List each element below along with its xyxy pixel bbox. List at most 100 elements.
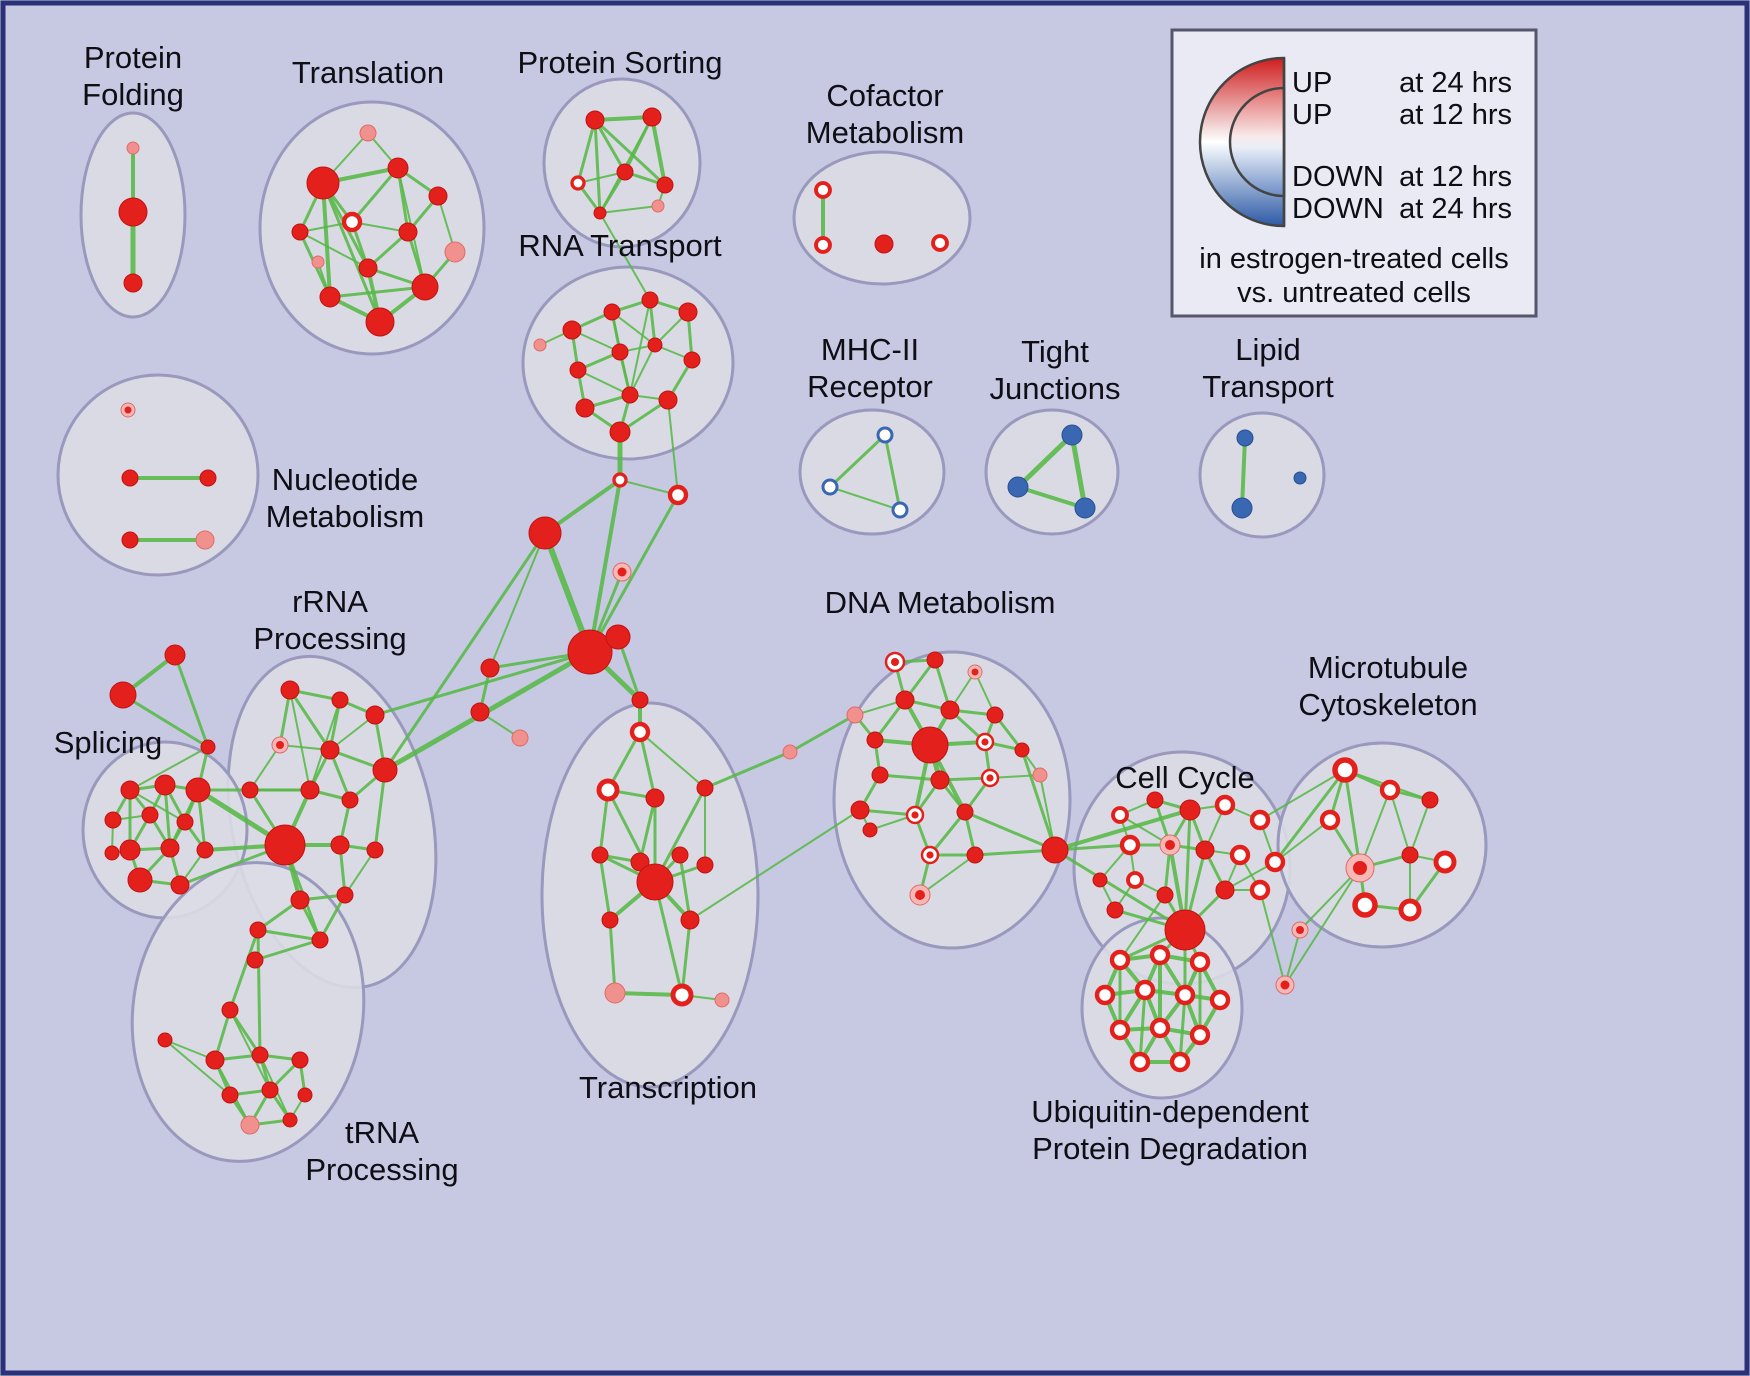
network-edge xyxy=(599,212,651,301)
network-node-ring xyxy=(1332,757,1358,783)
network-node-red xyxy=(611,343,629,361)
network-node-red xyxy=(1146,791,1164,809)
legend-inner-ring-12hrs xyxy=(1228,86,1286,198)
network-node-bullseye xyxy=(905,805,925,825)
network-node-red xyxy=(291,1051,309,1069)
network-node-red xyxy=(341,791,359,809)
cluster-label-cofactor-metabolism: Metabolism xyxy=(806,115,965,150)
legend-down-24-time: at 24 hrs xyxy=(1399,193,1512,225)
network-node-ring xyxy=(629,721,651,743)
cluster-ellipse-microtubule-cytoskeleton xyxy=(1276,741,1488,949)
network-node-bluering xyxy=(821,478,839,496)
network-node-red xyxy=(120,780,140,800)
network-edge xyxy=(608,918,617,995)
cluster-label-microtubule-cytoskeleton: Microtubule xyxy=(1308,650,1468,685)
cluster-label-lipid-transport: Lipid xyxy=(1235,332,1301,367)
network-node-ring xyxy=(1379,779,1401,801)
network-edge xyxy=(883,433,902,512)
network-edge xyxy=(1020,748,1057,852)
network-node-ring xyxy=(1129,1051,1151,1073)
network-edge xyxy=(653,880,684,997)
network-node-ring xyxy=(1119,834,1141,856)
network-node-red xyxy=(387,157,409,179)
cluster-label-trna-processing: Processing xyxy=(305,1152,458,1187)
network-node-red xyxy=(930,770,950,790)
network-node-red xyxy=(200,739,216,755)
network-edge xyxy=(593,118,627,174)
network-node-red xyxy=(365,705,385,725)
network-node-red xyxy=(645,788,665,808)
network-edge xyxy=(598,853,612,922)
network-node-red xyxy=(591,846,609,864)
network-node-bullseye xyxy=(975,732,995,752)
network-node-red xyxy=(480,658,500,678)
network-node-halo xyxy=(120,402,136,418)
network-edge xyxy=(321,181,332,299)
network-node-red xyxy=(320,740,340,760)
network-node-ring xyxy=(596,778,620,802)
network-node-red xyxy=(121,469,139,487)
cluster-label-dna-metabolism: DNA Metabolism xyxy=(825,585,1056,620)
network-node-pink xyxy=(126,141,140,155)
network-node-red xyxy=(871,766,889,784)
network-edge xyxy=(788,713,857,754)
network-node-ring xyxy=(612,472,628,488)
network-node-red xyxy=(940,700,960,720)
network-node-red xyxy=(398,222,418,242)
network-node-red xyxy=(569,361,587,379)
network-node-red xyxy=(956,803,974,821)
network-edge xyxy=(1284,867,1361,986)
network-node-bullseye xyxy=(884,651,906,673)
network-edge xyxy=(1178,993,1187,1064)
network-node-ring xyxy=(931,234,949,252)
network-edge xyxy=(593,115,654,122)
network-node-red xyxy=(306,166,340,200)
network-node-red xyxy=(311,931,329,949)
network-node-red xyxy=(680,910,700,930)
network-node-red xyxy=(641,291,659,309)
network-edge xyxy=(329,714,376,751)
network-node-pink xyxy=(359,124,377,142)
network-node-red xyxy=(1014,742,1030,758)
network-node-red xyxy=(358,258,378,278)
network-node-red xyxy=(154,774,176,796)
network-node-red xyxy=(205,1050,225,1070)
cluster-label-protein-folding: Folding xyxy=(82,77,184,112)
network-node-pink xyxy=(195,530,215,550)
network-edge xyxy=(489,532,546,669)
network-node-red xyxy=(528,516,562,550)
cluster-ellipses xyxy=(56,77,1488,1163)
network-node-ring xyxy=(1214,794,1236,816)
network-node-red xyxy=(199,469,217,487)
network-node-red xyxy=(630,852,650,872)
network-node-red xyxy=(264,824,306,866)
network-node-red xyxy=(164,644,186,666)
network-node-ring xyxy=(1149,944,1171,966)
network-node-ring xyxy=(814,181,832,199)
network-node-red xyxy=(585,110,605,130)
cluster-label-trna-processing: tRNA xyxy=(345,1115,419,1150)
network-edge xyxy=(288,688,332,752)
network-edge xyxy=(1053,808,1192,852)
network-node-red xyxy=(241,781,259,799)
network-node-red xyxy=(121,531,139,549)
cluster-label-mhc-ii-receptor: Receptor xyxy=(807,369,933,404)
network-node-red xyxy=(109,681,137,709)
network-node-red xyxy=(428,186,448,206)
legend-down-24-label: DOWN xyxy=(1292,193,1384,225)
network-node-pink xyxy=(604,982,626,1004)
network-edge xyxy=(1259,889,1286,986)
network-node-pink xyxy=(444,241,466,263)
network-node-ring xyxy=(1229,844,1251,866)
network-edge xyxy=(577,369,631,396)
network-edge xyxy=(373,768,387,852)
network-node-red xyxy=(261,1081,279,1099)
network-node-red xyxy=(291,223,309,241)
network-edge xyxy=(256,928,322,942)
network-edge xyxy=(350,166,400,224)
cluster-label-ubiquitin-dependent-protein-degradation: Protein Degradation xyxy=(1032,1131,1308,1166)
network-node-red xyxy=(605,624,631,650)
cluster-ellipse-dna-metabolism xyxy=(832,650,1072,950)
cluster-ellipse-mhc-ii-receptor xyxy=(798,408,946,536)
